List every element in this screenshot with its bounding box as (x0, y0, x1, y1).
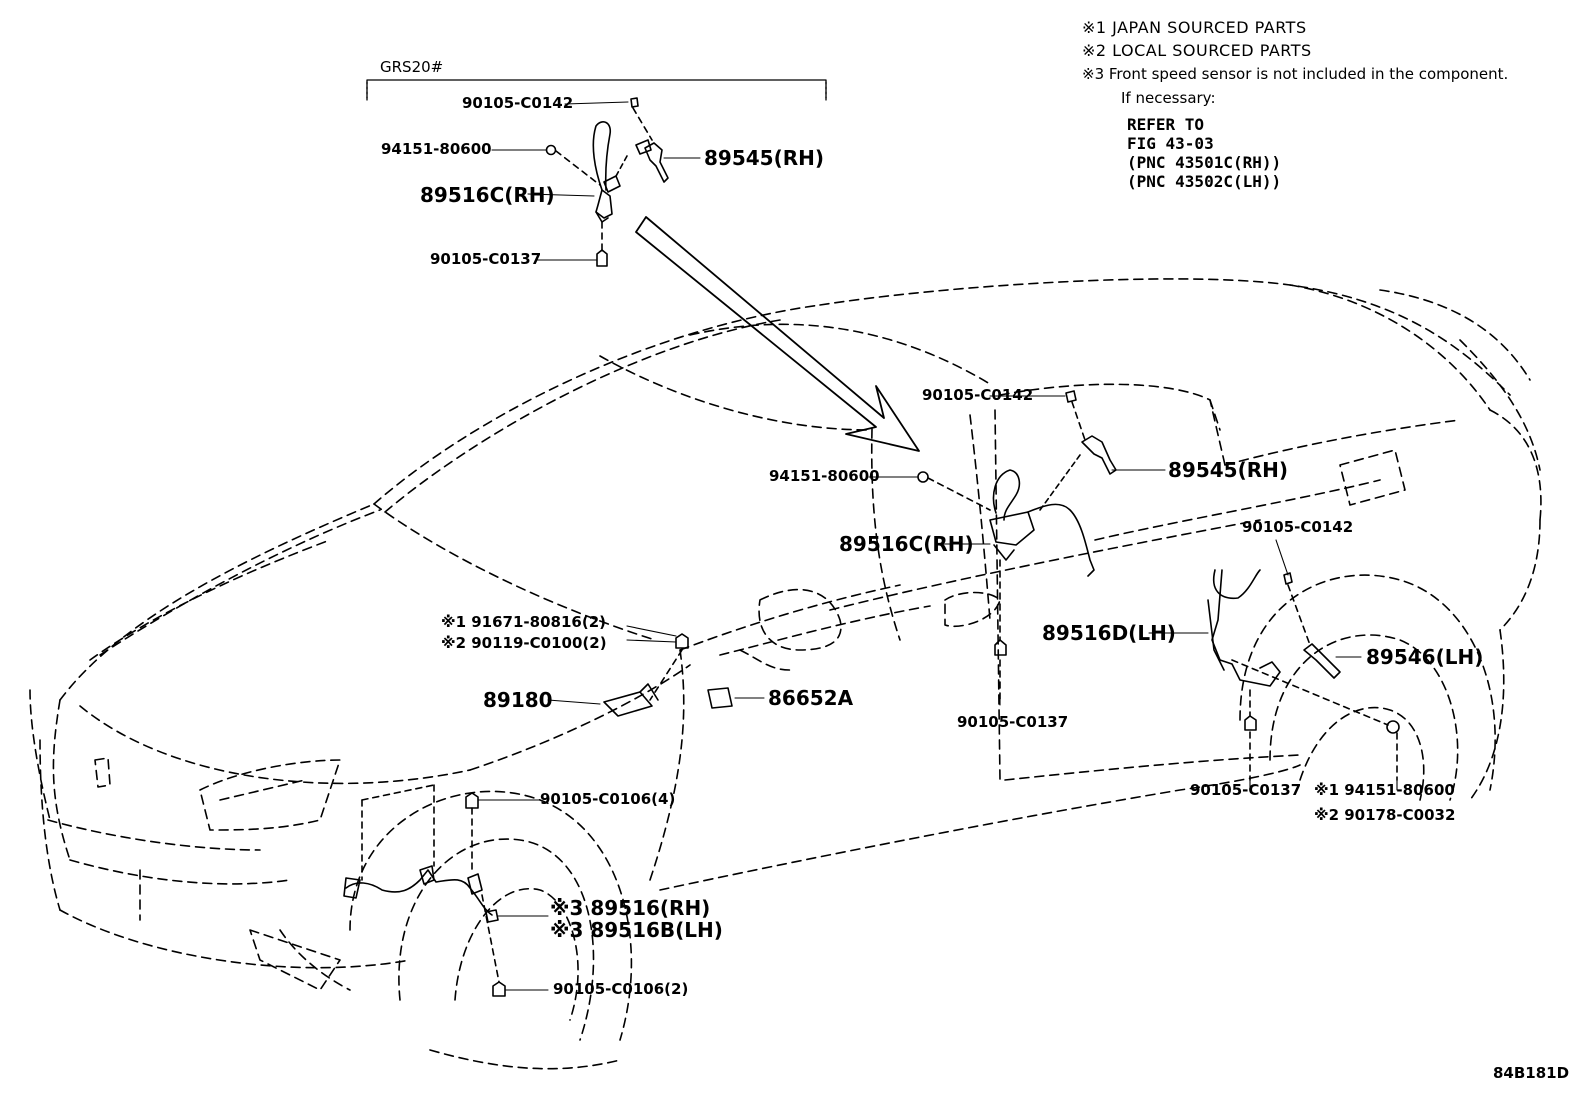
label-89516d-lh: 89516D(LH) (1042, 621, 1176, 645)
figure-id: 84B181D (1493, 1064, 1570, 1082)
label-inset-94151-80600: 94151-80600 (381, 140, 492, 158)
label-89516c-rh-main: 89516C(RH) (839, 532, 974, 556)
label-89516-rh: ※3 89516(RH) (550, 896, 711, 920)
refer-line-2: FIG 43-03 (1127, 134, 1214, 153)
label-89516b-lh: ※3 89516B(LH) (550, 918, 723, 942)
label-90105-c0137-mid: 90105-C0137 (957, 713, 1069, 731)
label-90105-c0106-2: 90105-C0106(2) (553, 980, 689, 998)
label-inset-90105-c0142: 90105-C0142 (462, 94, 574, 112)
label-inset-90105-c0137: 90105-C0137 (430, 250, 542, 268)
note-front-speed-sensor: ※3 Front speed sensor is not included in… (1082, 65, 1509, 83)
label-89546-lh: 89546(LH) (1366, 645, 1484, 669)
refer-line-1: REFER TO (1127, 115, 1205, 134)
label-89545-rh-main: 89545(RH) (1168, 458, 1288, 482)
ecu-parts (603, 633, 733, 717)
label-inset-89516c-rh: 89516C(RH) (420, 183, 555, 207)
inset-title: GRS20# (380, 58, 444, 76)
front-harness (343, 784, 506, 997)
refer-line-3: (PNC 43501C(RH)) (1127, 153, 1282, 172)
label-90178-c0032: ※2 90178-C0032 (1314, 806, 1456, 824)
label-89180: 89180 (483, 688, 553, 712)
leader-lines (477, 101, 1398, 991)
note-japan-sourced: ※1 JAPAN SOURCED PARTS (1082, 18, 1307, 37)
refer-line-4: (PNC 43502C(LH)) (1127, 172, 1282, 191)
label-90105-c0137-rear: 90105-C0137 (1190, 781, 1302, 799)
inset-height-sensor (545, 97, 669, 267)
label-90105-c0142-main: 90105-C0142 (922, 386, 1034, 404)
rh-height-sensor (917, 390, 1117, 701)
label-91671-80816: ※1 91671-80816(2) (441, 613, 606, 631)
label-inset-89545-rh: 89545(RH) (704, 146, 824, 170)
note-if-necessary: If necessary: (1121, 89, 1216, 107)
note-local-sourced: ※2 LOCAL SOURCED PARTS (1082, 41, 1312, 60)
car-body (29, 278, 1542, 1070)
label-94151-80600-japan: ※1 94151-80600 (1314, 781, 1455, 799)
callout-arrow (635, 216, 920, 452)
label-90105-c0106-4: 90105-C0106(4) (540, 790, 676, 808)
label-90119-c0100: ※2 90119-C0100(2) (441, 634, 607, 652)
inset-bracket (366, 79, 827, 101)
label-86652a: 86652A (768, 686, 854, 710)
lh-height-sensor (1207, 569, 1400, 781)
label-94151-80600-main: 94151-80600 (769, 467, 880, 485)
label-90105-c0142-rear: 90105-C0142 (1242, 518, 1354, 536)
